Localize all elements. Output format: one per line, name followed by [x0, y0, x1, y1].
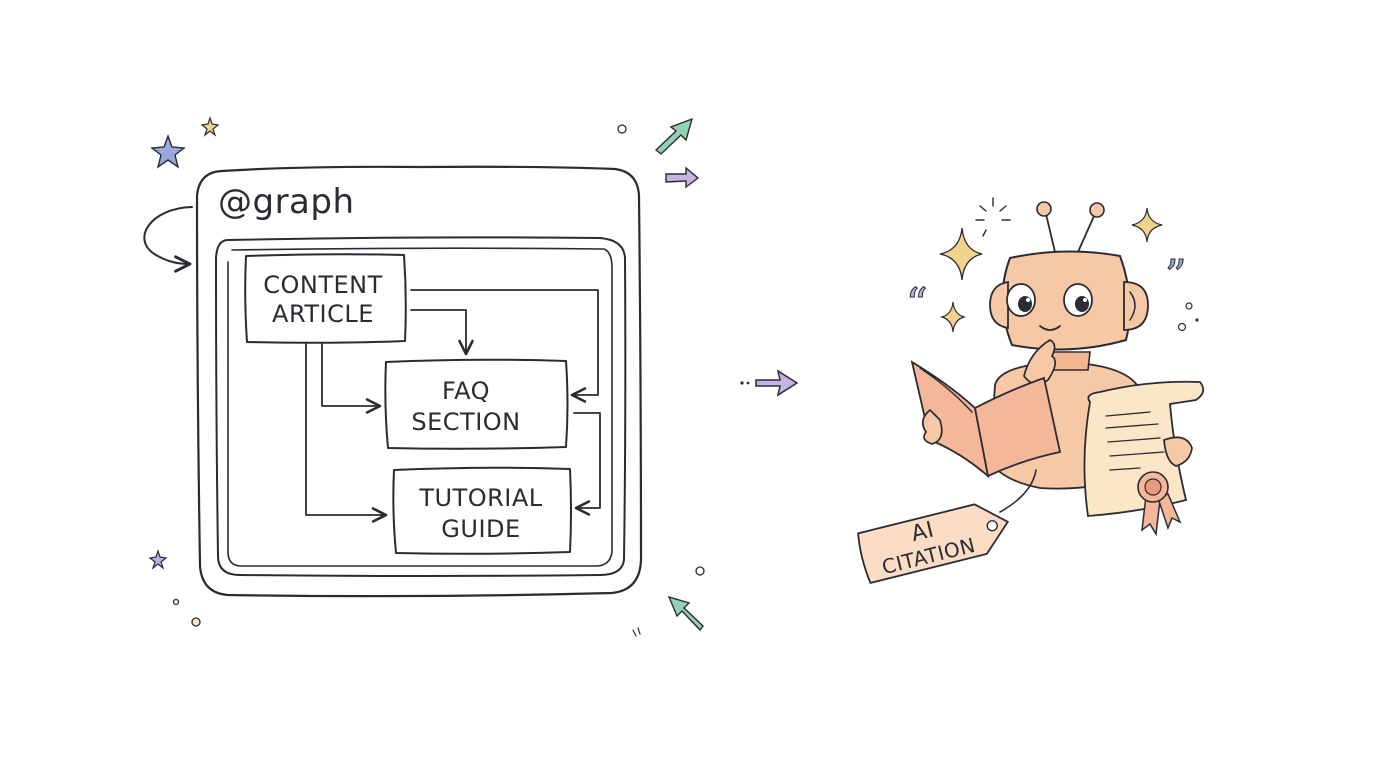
robot-eye-glint: [1083, 298, 1087, 302]
sparkle-icon: [939, 301, 967, 333]
dot-icon: [1195, 318, 1199, 322]
robot-ear-left: [989, 280, 1009, 330]
connector-article-to-faq-right: [410, 289, 599, 403]
antenna: [1077, 215, 1095, 253]
node-label-line1: FAQ: [442, 377, 490, 405]
tag-hole: [986, 520, 998, 532]
node-label-line2: ARTICLE: [272, 300, 374, 328]
star-icon: [150, 133, 186, 169]
arrow-right-icon: [755, 369, 799, 397]
node-box: [384, 358, 569, 450]
graph-container: @graph: [143, 165, 643, 598]
arrow-right-icon: [665, 166, 700, 189]
connector-article-to-faq-left: [321, 343, 382, 414]
outer-frame: [195, 165, 643, 598]
antenna-tip: [1036, 201, 1052, 217]
graph-title: @graph: [218, 182, 355, 222]
star-icon: [200, 116, 220, 137]
robot-pupil-left: [1018, 296, 1032, 312]
quote-open-icon: “: [906, 279, 927, 328]
connector-faq-to-guide: [573, 412, 601, 516]
robot-eye-glint: [1026, 298, 1030, 302]
antenna: [1045, 213, 1056, 253]
dot-icon: [746, 381, 750, 385]
tag-string: [999, 469, 1037, 513]
node-label-line1: TUTORIAL: [418, 484, 542, 512]
node-label-line2: GUIDE: [441, 515, 520, 543]
dot-icon: [1177, 322, 1187, 332]
inner-frame: [215, 236, 627, 577]
ai-citation-tag: AI CITATION: [857, 503, 1010, 584]
dot-icon: [617, 124, 627, 134]
robot-hand-book: [921, 408, 943, 445]
robot-hand-scroll: [1163, 436, 1193, 467]
inner-frame-second-stroke: [227, 247, 613, 567]
dot-icon: [172, 598, 180, 606]
quote-close-icon: ”: [1165, 251, 1186, 300]
dot-icon: [695, 566, 705, 576]
antenna-tip: [1089, 202, 1105, 218]
loop-arrow: [143, 206, 193, 273]
sparkle-icon: [1131, 207, 1163, 243]
node-label-line2: SECTION: [411, 408, 520, 436]
robot-pupil-right: [1075, 296, 1089, 312]
robot-mouth: [1039, 325, 1061, 331]
tiny-squiggle: [632, 627, 641, 637]
scroll-text-lines: [1105, 411, 1165, 471]
connector-article-to-guide: [305, 343, 388, 523]
dot-icon: [740, 381, 744, 385]
dot-icon: [191, 617, 201, 627]
node-box: [392, 466, 572, 555]
robot-illustration: “ ”: [857, 197, 1205, 584]
node-content-article: CONTENT ARTICLE: [244, 253, 407, 344]
graph-connectors: [305, 289, 601, 523]
arrow-up-right-icon: [654, 117, 694, 155]
book-spine: [919, 367, 973, 413]
tag-shape: [857, 503, 1010, 584]
star-icon: [148, 549, 168, 570]
node-label-line1: CONTENT: [263, 271, 383, 299]
decorations-left: [148, 116, 705, 637]
burst-icon: [975, 197, 1011, 237]
connector-article-to-faq: [410, 309, 474, 356]
sparkle-icon: [939, 227, 983, 281]
seal-badge-inner: [1144, 478, 1162, 496]
node-box: [244, 253, 407, 344]
book-right-page: [973, 376, 1062, 478]
transition-arrow: [740, 369, 799, 397]
node-tutorial-guide: TUTORIAL GUIDE: [392, 466, 572, 555]
node-faq-section: FAQ SECTION: [384, 358, 569, 450]
robot-ear-right-inner: [1129, 291, 1136, 321]
dot-icon: [1185, 302, 1193, 310]
robot-ear-right: [1123, 281, 1149, 331]
arrow-up-left-icon: [667, 595, 704, 632]
